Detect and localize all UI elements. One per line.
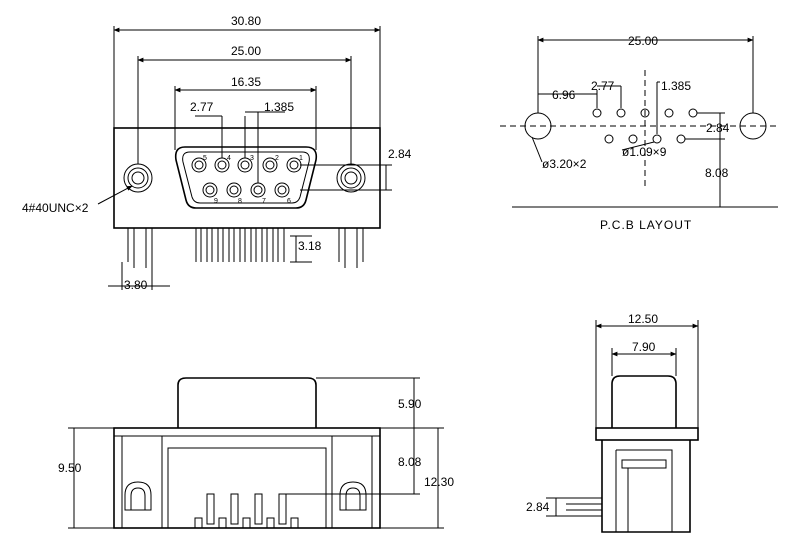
dim-boardlock: 3.80	[124, 278, 148, 292]
dim-overall: 30.80	[231, 14, 261, 28]
front-mount-hole-right	[336, 163, 366, 193]
pcb-dim-half-pitch: 1.385	[661, 79, 691, 93]
front-flange	[113, 127, 381, 229]
pin-number: 8	[238, 198, 242, 205]
dim-half-pitch: 1.385	[264, 100, 294, 114]
front-boardlock-right	[338, 228, 364, 268]
pcb-hole-small-label: ø1.09×9	[622, 145, 667, 159]
side-shell	[611, 375, 677, 428]
pin-number: 4	[227, 155, 231, 162]
pcb-dim-row: 2.84	[706, 121, 730, 135]
side-dim-shell: 7.90	[632, 340, 656, 354]
pcb-dim-depth: 8.08	[705, 166, 729, 180]
front-boardlock-left	[127, 228, 153, 268]
bottom-dim-shell: 5.90	[398, 397, 422, 411]
pcb-caption: P.C.B LAYOUT	[600, 218, 692, 232]
front-view: 5 4 3 2 1 9 8 7 6 30.80 25.00 16.35 2.77…	[22, 14, 412, 292]
bottom-dim-body: 8.08	[398, 455, 422, 469]
front-shell-outer	[174, 146, 318, 209]
pin-number: 6	[287, 198, 291, 205]
side-dim-depth: 12.50	[628, 312, 658, 326]
dim-shell: 16.35	[231, 75, 261, 89]
bottom-body	[113, 427, 381, 529]
pin-number: 7	[262, 198, 266, 205]
pin-number: 5	[203, 155, 207, 162]
side-dim-row: 2.84	[526, 500, 550, 514]
pin-number: 3	[250, 155, 254, 162]
dim-pin-len: 3.18	[298, 239, 322, 253]
dim-pitch: 2.77	[190, 100, 214, 114]
bottom-dim-total: 12.30	[424, 475, 454, 489]
pin-number: 2	[275, 155, 279, 162]
front-pin-numbers: 5 4 3 2 1 9 8 7 6	[203, 155, 303, 205]
pcb-hole-left	[524, 112, 552, 140]
pcb-dim-offset: 6.96	[552, 88, 576, 102]
thread-label: 4#40UNC×2	[22, 201, 89, 215]
front-pins	[191, 157, 302, 198]
bottom-boardlock-right	[339, 481, 367, 511]
pcb-small-holes	[592, 108, 698, 144]
dim-mount: 25.00	[231, 44, 261, 58]
pin-number: 9	[214, 198, 218, 205]
pcb-hole-large-label: ø3.20×2	[542, 157, 587, 171]
side-pins	[566, 497, 602, 517]
front-shell-inner	[182, 151, 310, 204]
bottom-view: 9.50 5.90 8.08 12.30	[58, 377, 454, 529]
dim-row: 2.84	[388, 147, 412, 161]
pcb-layout-view: 25.00 6.96 2.77 1.385 2.84 8.08 ø3.20×2 …	[500, 34, 780, 232]
bottom-pins	[194, 493, 299, 529]
pcb-dim-pitch: 2.77	[591, 79, 615, 93]
bottom-boardlock-left	[124, 481, 152, 511]
pin-number: 1	[299, 155, 303, 162]
side-body	[601, 440, 691, 533]
pcb-dim-mount: 25.00	[628, 34, 658, 48]
side-flange	[595, 427, 699, 441]
bottom-shell	[177, 377, 317, 428]
front-pcb-pins	[195, 228, 285, 262]
side-view: 12.50 7.90 2.84	[526, 312, 699, 533]
bottom-dim-left: 9.50	[58, 461, 82, 475]
